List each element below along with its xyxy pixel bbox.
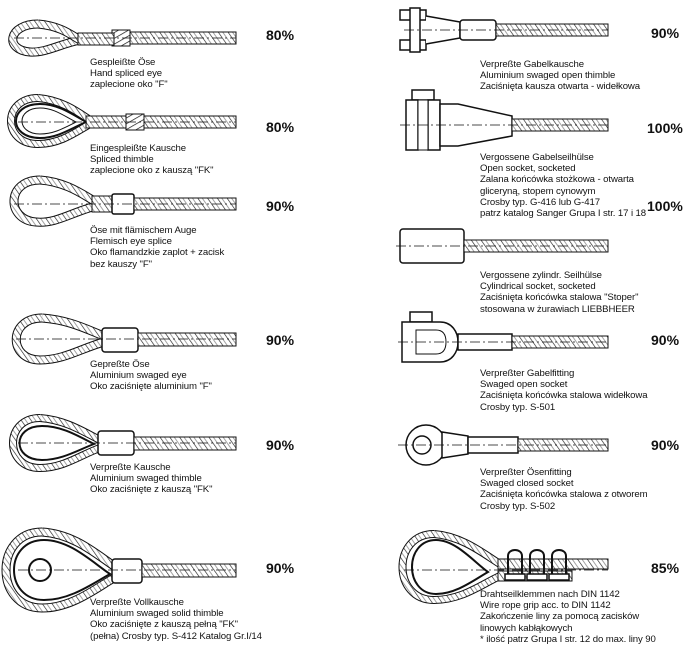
efficiency-value: 90% [266,560,295,576]
efficiency-value: 80% [266,27,295,43]
caption-line: (pełna) Crosby typ. S-412 Katalog Gr.I/1… [90,630,262,642]
caption-line: Oko zaciśnięte aluminium "F" [90,381,212,393]
caption-line: Oko zaciśnięte z kauszą pełną "FK" [90,619,238,631]
cylindrical-socket-drawing [396,228,609,264]
hand-spliced-eye-drawing [8,19,237,57]
aluminium-swaged-eye-drawing [11,313,237,365]
caption-line: Verpreßter Ösenfitting [480,467,572,478]
caption-line: zaplecione oko "F" [90,79,168,91]
swaged-open-socket-drawing [398,311,609,363]
efficiency-value: 100% [647,120,683,136]
caption-line: bez kauszy "F" [90,258,152,270]
efficiency-value: 90% [651,332,680,348]
flemish-eye-splice-drawing [9,175,237,227]
aluminium-swaged-thimble-drawing [9,414,237,473]
caption-line: Spliced thimble [90,154,154,166]
caption-line: Gespleißte Öse [90,57,156,68]
caption-line: Open socket, socketed [480,163,576,175]
efficiency-value: 90% [651,25,680,41]
rope-grip-clamp [526,549,548,581]
caption-aluminium-swaged-thimble: Verpreßte Kausche Aluminium swaged thimb… [90,462,212,496]
caption-line: Aluminium swaged thimble [90,473,202,485]
caption-line: Zakończenie liny za pomocą zacisków [480,611,640,623]
caption-line: Verpreßter Gabelfitting [480,368,575,379]
caption-line: Vergossene Gabelseilhülse [480,152,594,163]
caption-swaged-open-thimble: Verpreßte Gabelkausche Aluminium swaged … [480,59,640,93]
caption-line: Crosby typ. S-501 [480,401,556,413]
caption-line: Oko flamandzkie zaplot + zacisk [90,247,225,259]
caption-line: Zaciśnięta kausza otwarta - widełkowa [480,81,640,93]
caption-line: Verpreßte Kausche [90,462,171,473]
caption-line: Zalana końcówka stożkowa - otwarta [480,174,634,186]
caption-line: Drahtseilklemmen nach DIN 1142 [480,589,620,600]
caption-line: patrz katalog Sanger Grupa I str. 17 i 1… [480,208,647,220]
caption-line: Flemisch eye splice [90,236,172,248]
caption-line: Zaciśnięta końcówka stalowa z otworem [480,489,648,501]
caption-swaged-open-socket: Verpreßter Gabelfitting Swaged open sock… [480,368,648,413]
swaged-open-thimble-drawing [399,7,609,53]
open-spelter-socket-drawing [400,89,609,151]
caption-line: Crosby typ. G-416 lub G-417 [480,196,600,208]
rope-grip-clamp [548,549,570,581]
caption-wire-rope-grips: Drahtseilklemmen nach DIN 1142 Wire rope… [480,589,656,645]
caption-line: Eingespleißte Kausche [90,143,187,154]
caption-line: stosowana w żurawiach LIEBBHEER [480,303,635,315]
caption-line: Oko zaciśnięte z kauszą "FK" [90,484,213,496]
caption-line: Vergossene zylindr. Seilhülse [480,270,602,281]
caption-line: zaplecione oko z kauszą "FK" [90,165,214,177]
caption-line: gliceryną, stopem cynowym [480,185,596,197]
spliced-thimble-drawing [7,94,237,149]
caption-line: Aluminium swaged solid thimble [90,608,224,620]
caption-line: Aluminium swaged eye [90,370,187,382]
rope-grip-clamp [504,549,526,581]
caption-aluminium-swaged-eye: Gepreßte Öse Aluminium swaged eye Oko za… [90,359,212,393]
caption-line: Verpreßte Vollkausche [90,597,184,608]
caption-line: Verpreßte Gabelkausche [480,59,584,70]
efficiency-value: 90% [266,332,295,348]
caption-spliced-thimble: Eingespleißte Kausche Spliced thimble za… [90,143,214,177]
caption-swaged-closed-socket: Verpreßter Ösenfitting Swaged closed soc… [480,467,648,512]
caption-open-socket-socketed: Vergossene Gabelseilhülse Open socket, s… [480,152,646,219]
efficiency-value: 85% [651,560,680,576]
efficiency-value: 80% [266,119,295,135]
swaged-closed-socket-drawing [398,424,609,466]
caption-aluminium-swaged-solid-thimble: Verpreßte Vollkausche Aluminium swaged s… [90,597,262,642]
efficiency-value: 100% [647,198,683,214]
caption-line: Öse mit flämischem Auge [90,225,197,236]
efficiency-value: 90% [651,437,680,453]
caption-line: Aluminium swaged open thimble [480,70,616,82]
aluminium-swaged-solid-thimble-drawing [1,527,237,613]
caption-flemish-eye-splice: Öse mit flämischem Auge Flemisch eye spl… [90,225,224,270]
caption-hand-spliced-eye: Gespleißte Öse Hand spliced eye zaplecio… [90,57,168,91]
caption-line: * ilość patrz Grupa I str. 12 do max. li… [480,633,656,645]
caption-line: Zaciśnięta końcówka stalowa "Stoper" [480,292,639,304]
efficiency-value: 90% [266,437,295,453]
caption-line: Swaged open socket [480,379,568,391]
caption-line: Wire rope grip acc. to DIN 1142 [480,600,611,612]
caption-cylindrical-socket: Vergossene zylindr. Seilhülse Cylindrica… [480,270,638,315]
caption-line: Cylindrical socket, socketed [480,281,596,293]
caption-line: linowych kabłąkowych [480,622,573,634]
efficiency-value: 90% [266,198,295,214]
caption-line: Zaciśnięta końcówka stalowa widełkowa [480,390,648,402]
caption-line: Crosby typ. S-502 [480,500,556,512]
caption-line: Swaged closed socket [480,478,574,490]
caption-line: Gepreßte Öse [90,359,150,370]
caption-line: Hand spliced eye [90,68,162,80]
